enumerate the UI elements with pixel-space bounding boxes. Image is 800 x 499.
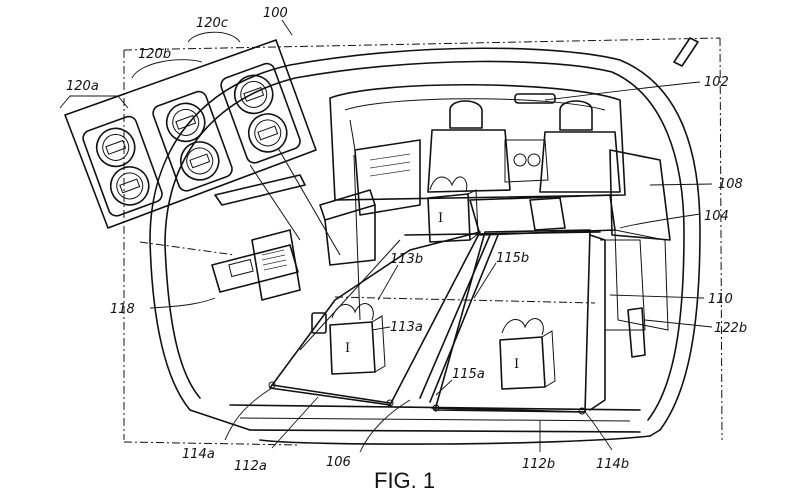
label-112b: 112b <box>522 457 555 472</box>
bag-far: I <box>427 176 479 243</box>
label-102: 102 <box>704 75 729 90</box>
label-106: 106 <box>326 455 351 470</box>
label-110: 110 <box>708 292 733 307</box>
bag-left: I <box>329 303 386 375</box>
figure-caption: FIG. 1 <box>374 468 435 493</box>
label-118: 118 <box>110 302 135 317</box>
label-115a: 115a <box>452 367 485 382</box>
bag-left-letter: I <box>345 341 350 356</box>
label-114a: 114a <box>182 447 215 462</box>
label-brackets <box>59 31 241 109</box>
label-120a: 120a <box>66 79 99 94</box>
bag-far-letter: I <box>438 211 443 226</box>
label-114b: 114b <box>596 457 629 472</box>
label-115b: 115b <box>496 251 529 266</box>
label-120c: 120c <box>196 16 228 31</box>
label-120b: 120b <box>138 47 171 62</box>
control-panel-inset <box>64 39 341 256</box>
bag-right-letter: I <box>514 357 519 372</box>
label-108: 108 <box>718 177 743 192</box>
reference-labels: 100 102 108 104 110 122b 118 113b 115b 1… <box>66 6 747 474</box>
label-104: 104 <box>704 209 729 224</box>
side-panel-118 <box>211 244 299 293</box>
cabin-interior <box>214 37 699 331</box>
frame-lines <box>123 37 723 446</box>
leader-lines <box>149 19 713 453</box>
label-100: 100 <box>263 6 288 21</box>
label-112a: 112a <box>234 459 267 474</box>
label-122b: 122b <box>714 321 747 336</box>
small-blocks <box>311 307 646 358</box>
label-113b: 113b <box>390 252 423 267</box>
bag-right: I <box>499 318 556 390</box>
label-113a: 113a <box>390 320 423 335</box>
